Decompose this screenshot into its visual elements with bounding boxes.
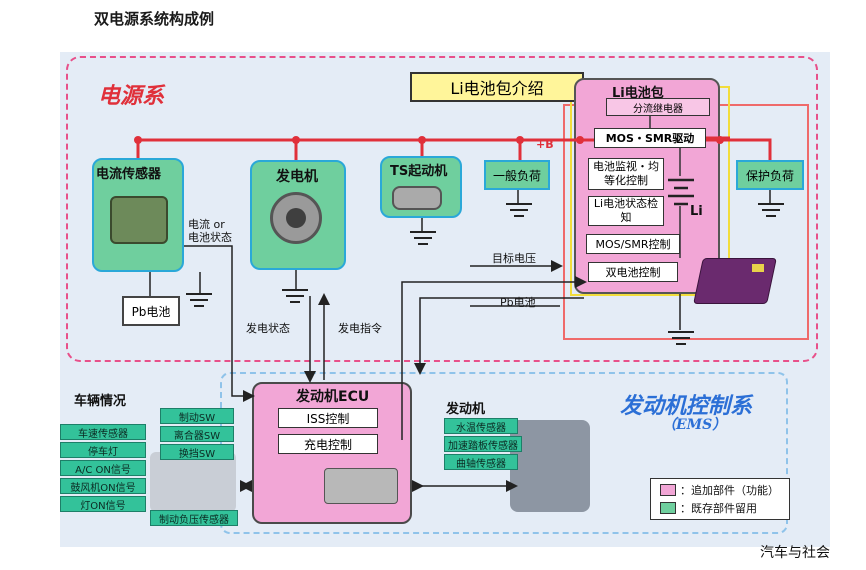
- pack-terminal-icon: [752, 264, 764, 272]
- clutch-sw: 离合器SW: [160, 426, 234, 442]
- node-starter: [418, 136, 426, 144]
- charge-control: 充电控制: [278, 434, 378, 454]
- current-signal-label: 电流 or 电池状态: [188, 218, 232, 244]
- ts-starter-label: TS起动机: [390, 164, 448, 179]
- li-intro-title: Li电池包介绍: [410, 72, 584, 102]
- shift-sw: 换挡SW: [160, 444, 234, 460]
- pb-battery: Pb电池: [122, 296, 180, 326]
- general-load: 一般负荷: [484, 160, 550, 190]
- li-cell-symbol: [668, 178, 694, 206]
- li-pack-label: Li电池包: [612, 86, 664, 101]
- target-voltage-label: 目标电压: [492, 252, 536, 265]
- ground-load: [506, 203, 532, 217]
- pack-to-ecu-pb: [414, 297, 584, 375]
- engine-ecu-label: 发动机ECU: [296, 389, 370, 405]
- node-generator: [292, 136, 300, 144]
- ems-sublabel: （EMS）: [662, 417, 727, 433]
- engine-label: 发动机: [446, 402, 486, 417]
- dual-battery-control: 双电池控制: [588, 262, 678, 282]
- pack-internal-lines: [649, 116, 681, 258]
- power-system-label: 电源系: [98, 83, 165, 109]
- legend-teal-swatch: [660, 502, 676, 514]
- ground-protect: [758, 203, 784, 217]
- li-state-detect-label: Li电池状态检知: [593, 197, 659, 224]
- lamp-on-signal: 灯ON信号: [60, 496, 146, 512]
- generator-pulley-icon: [286, 208, 306, 228]
- vehicle-speed-sensor: 车速传感器: [60, 424, 146, 440]
- battery-monitor-box: 电池监视・均等化控制: [588, 158, 664, 190]
- signal-arrowheads: [240, 480, 518, 492]
- legend-added-label: ：追加部件（功能）: [680, 484, 779, 497]
- shunt-relay: 分流继电器: [606, 98, 710, 116]
- ground-pb: [186, 293, 212, 307]
- ground-pack: [668, 331, 694, 345]
- water-temp-sensor: 水温传感器: [444, 418, 518, 434]
- protect-load: 保护负荷: [736, 160, 804, 190]
- ecu-image: [324, 468, 398, 504]
- ground-symbols: [186, 203, 784, 345]
- li-state-detect-box: Li电池状态检知: [588, 196, 664, 226]
- brake-vacuum-sensor: 制动负压传感器: [150, 510, 238, 526]
- node-sensor: [134, 136, 142, 144]
- vehicle-image: [150, 452, 236, 512]
- ground-starter: [410, 231, 436, 245]
- power-system-region: [66, 56, 818, 362]
- mos-smr-drive: MOS・SMR驱动: [594, 128, 706, 148]
- engine-image: [510, 420, 590, 512]
- legend-pink-swatch: [660, 484, 676, 496]
- vehicle-arrow-right: [240, 480, 252, 492]
- li-cell-label: Li: [690, 204, 703, 219]
- crank-sensor: 曲轴传感器: [444, 454, 518, 470]
- sensor-to-ecu: [184, 245, 255, 402]
- signal-lines: [149, 245, 681, 487]
- ts-starter-image: [392, 186, 442, 210]
- ground-generator: [282, 289, 308, 303]
- stop-lamp: 停车灯: [60, 442, 146, 458]
- node-pack: [576, 136, 584, 144]
- brake-sw: 制动SW: [160, 408, 234, 424]
- power-bus: [136, 136, 772, 160]
- battery-monitor-label: 电池监视・均等化控制: [593, 160, 659, 187]
- current-sensor-label: 电流传感器: [96, 167, 162, 182]
- current-sensor-image: [110, 196, 168, 244]
- bus-nodes: [134, 136, 724, 144]
- legend-existing-label: ：既存部件留用: [680, 502, 757, 515]
- ems-label: 发动机控制系: [620, 393, 753, 419]
- mos-smr-control: MOS/SMR控制: [586, 234, 680, 254]
- page-title: 双电源系统构成例: [94, 10, 215, 28]
- engine-arrow-right: [506, 480, 518, 492]
- blower-on-signal: 鼓风机ON信号: [60, 478, 146, 494]
- gen-command-label: 发电指令: [338, 322, 382, 335]
- watermark: 汽车与社会: [760, 545, 830, 561]
- engine-arrow-left: [412, 480, 424, 492]
- bus-right-line: [706, 138, 772, 160]
- node-load: [516, 136, 524, 144]
- gen-state-label: 发电状态: [246, 322, 290, 335]
- ac-on-signal: A/C ON信号: [60, 460, 146, 476]
- ecu-to-pack-target: [401, 276, 587, 440]
- iss-control: ISS控制: [278, 408, 378, 428]
- vehicle-condition-label: 车辆情况: [74, 394, 127, 409]
- ground-leads: [199, 190, 771, 294]
- generator-label: 发电机: [276, 169, 318, 185]
- accel-pedal-sensor: 加速踏板传感器: [444, 436, 522, 452]
- node-protect: [716, 136, 724, 144]
